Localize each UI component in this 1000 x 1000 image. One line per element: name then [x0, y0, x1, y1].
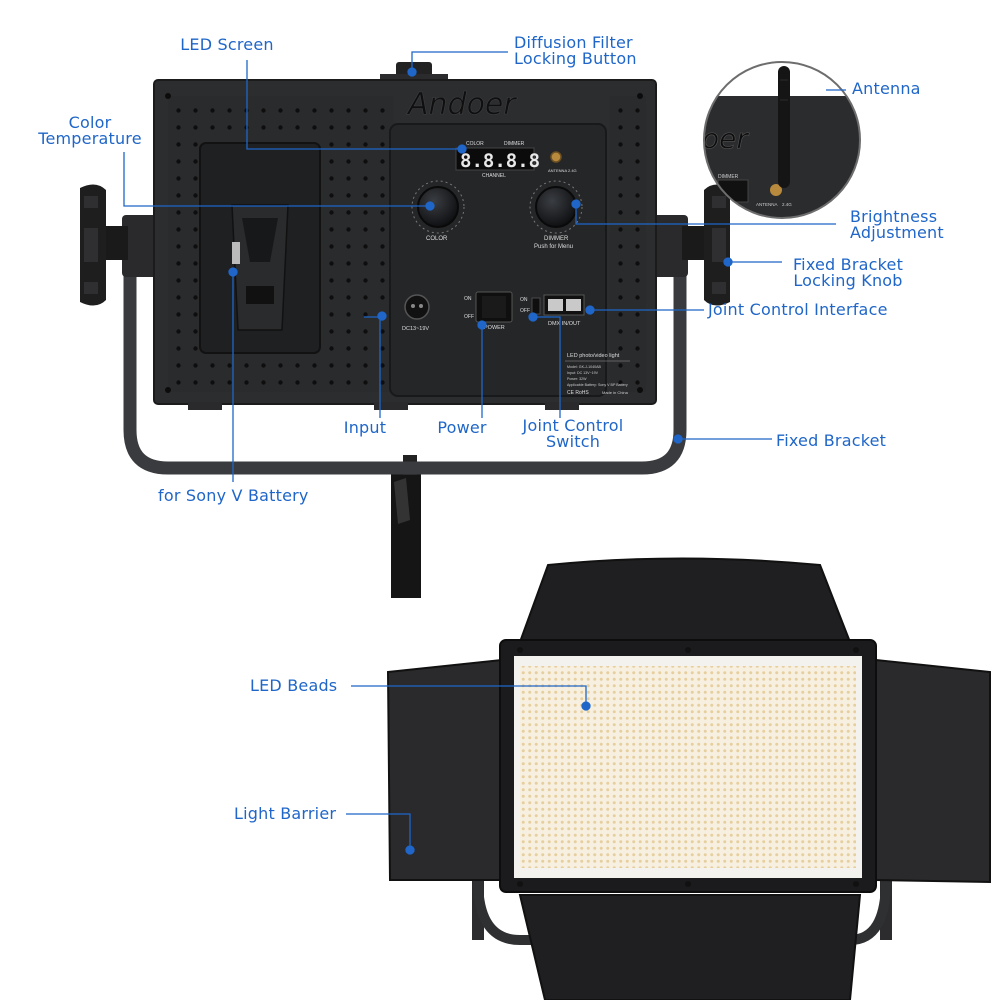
fixed-bracket [123, 262, 687, 475]
left-barn-door [386, 658, 503, 881]
callout-joint-control-switch-line2: Switch [545, 432, 601, 451]
panel-dimmer-label: DIMMER [504, 141, 525, 147]
led-screen [455, 147, 535, 171]
dc-input-label: DC13~19V [402, 326, 429, 332]
plate-line: Applicable Battery: Sony V BP Battery [567, 383, 628, 387]
power-on-label: ON [464, 296, 472, 302]
brand-logo: Andoer [406, 87, 517, 122]
light-back-view: Andoer COLOR DIMMER 8.8.8.8 CHANNEL ANTE… [80, 62, 730, 598]
callout-diffusion-filter-line2: Locking Button [514, 49, 637, 68]
plate-marks: CE RoHS [567, 390, 589, 396]
left-locking-knob [80, 184, 128, 306]
callout-fixed-bracket: Fixed Bracket [776, 431, 887, 450]
callout-input: Input [343, 418, 387, 437]
callout-antenna: Antenna [852, 79, 921, 98]
panel-band-label: 2.4G [568, 168, 577, 173]
sony-v-battery-plate [199, 142, 321, 354]
dmx-ports [543, 294, 585, 316]
callout-fixed-bracket-knob-line2: Locking Knob [793, 271, 903, 290]
plate-title: LED photo/video light [567, 353, 620, 359]
callout-color-temperature-line1: Color [68, 113, 112, 132]
inset-band-label: 2.4G [782, 202, 792, 207]
panel-color-label: COLOR [466, 141, 484, 147]
callout-diffusion-filter-line1: Diffusion Filter [514, 33, 633, 52]
callout-joint-control-interface: Joint Control Interface [708, 300, 888, 319]
inset-dimmer-label: DIMMER [718, 174, 739, 180]
dc-input-socket [404, 294, 430, 320]
joint-off-label: OFF [520, 308, 530, 314]
dmx-label: DMX IN/OUT [548, 321, 581, 327]
right-barn-door [875, 658, 991, 884]
callout-brightness-line1: Brightness [850, 207, 938, 226]
callout-light-barrier: Light Barrier [234, 804, 337, 823]
callout-color-temperature-line2: Temperature [38, 129, 142, 148]
bottom-barn-door [518, 894, 862, 1000]
callout-joint-control-switch-line1: Joint Control [522, 416, 624, 435]
callout-led-beads: LED Beads [250, 676, 338, 695]
inset-brand-fragment: oer [702, 122, 749, 155]
led-bead-array [520, 666, 856, 868]
callout-leaders [123, 51, 846, 855]
panel-channel-label: CHANNEL [482, 173, 506, 179]
plate-line: Input: DC 13V~19V [567, 371, 599, 375]
plate-line: Model: GK-J-1040AB [567, 365, 602, 369]
joint-control-switch [531, 297, 541, 315]
push-menu-label: Push for Menu [534, 244, 573, 250]
panel-antenna-label: ANTENNA [548, 168, 567, 173]
color-knob [411, 180, 465, 234]
callout-fixed-bracket-knob-line1: Fixed Bracket [792, 255, 904, 274]
led-screen-digits: 8.8.8.8 [460, 150, 540, 172]
spec-plate: LED photo/video light Model: GK-J-1040AB… [565, 353, 630, 396]
plate-line: Power: 32W [567, 377, 587, 381]
top-barn-door [518, 557, 852, 643]
right-locking-knob [682, 184, 730, 306]
joint-on-label: ON [520, 297, 528, 303]
callout-sony-battery: for Sony V Battery [158, 486, 309, 505]
inset-antenna-label: ANTENNA [756, 202, 778, 207]
callout-led-screen: LED Screen [180, 35, 274, 54]
dimmer-knob-label: DIMMER [544, 236, 569, 242]
callout-power: Power [437, 418, 487, 437]
power-label: POWER [484, 325, 505, 331]
light-front-view [386, 557, 991, 1000]
antenna-rod [778, 66, 790, 188]
plate-made-in: Made in China [602, 390, 629, 395]
power-off-label: OFF [464, 314, 474, 320]
callout-brightness-line2: Adjustment [850, 223, 944, 242]
antenna-connector [550, 151, 562, 163]
color-knob-label: COLOR [426, 236, 448, 242]
